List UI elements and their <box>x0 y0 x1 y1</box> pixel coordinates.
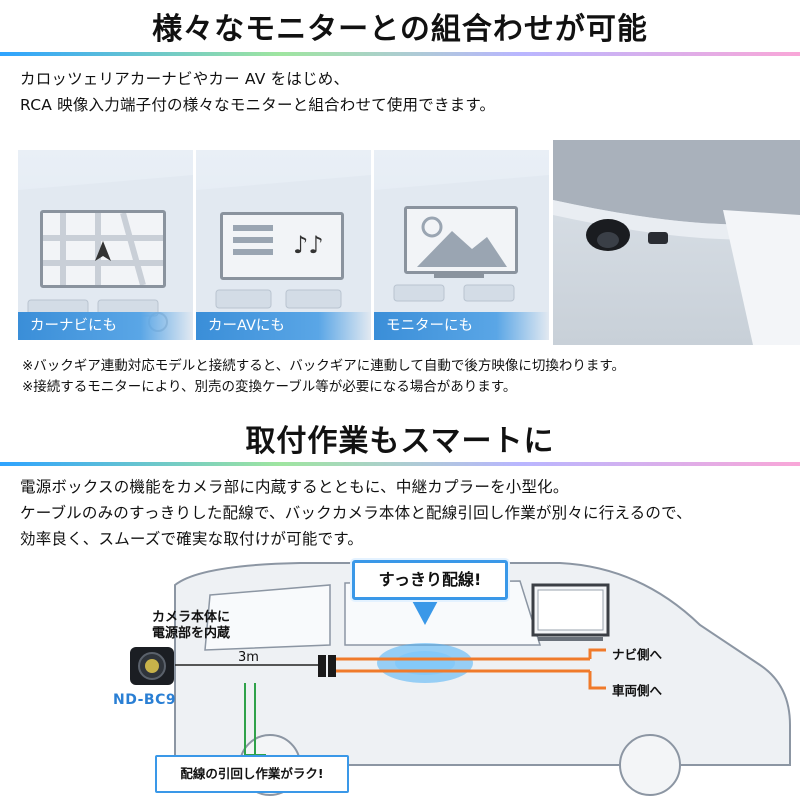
music-screen-icon: ♪♪ <box>223 215 341 277</box>
title-underline <box>0 52 800 56</box>
section2-title: 取付作業もスマートに <box>245 424 555 459</box>
av-screen: ♪♪ <box>220 212 344 280</box>
section1-title: 様々なモニターとの組合わせが可能 <box>152 12 648 47</box>
section2-desc-line2: ケーブルのみのすっきりした配線で、バックカメラ本体と配線引回し作業が別々に行える… <box>20 504 692 522</box>
section1-desc-line1: カロッツェリアカーナビやカー AV をはじめ、 <box>20 70 350 88</box>
note-line1: ※バックギア連動対応モデルと接続すると、バックギアに連動して自動で後方映像に切換… <box>22 358 626 374</box>
camera-mounted-illustration <box>553 140 800 345</box>
monitor-landscape-icon <box>407 209 515 271</box>
panel-label-car-av: カーAVにも <box>196 312 371 340</box>
section2-description: 電源ボックスの機能をカメラ部に内蔵するとともに、中継カプラーを小型化。 ケーブル… <box>20 474 692 552</box>
section1-desc-line2: RCA 映像入力端子付の様々なモニターと組合わせて使用できます。 <box>20 96 496 114</box>
model-name: ND-BC9 <box>113 692 177 708</box>
camera-icon <box>130 647 174 685</box>
section2-desc-line1: 電源ボックスの機能をカメラ部に内蔵するとともに、中継カプラーを小型化。 <box>20 478 569 496</box>
to-vehicle-label: 車両側へ <box>612 683 663 698</box>
section2-desc-line3: 効率良く、スムーズで確実な取付けが可能です。 <box>20 530 364 548</box>
panel-monitor: モニターにも <box>374 150 549 340</box>
panel-car-av: ♪♪ カーAVにも <box>196 150 371 340</box>
panel-label-monitor: モニターにも <box>374 312 549 340</box>
navi-screen <box>40 210 166 288</box>
svg-text:♪♪: ♪♪ <box>293 231 324 259</box>
clean-wiring-callout: すっきり配線! <box>352 560 508 600</box>
panel-label-car-navi: カーナビにも <box>18 312 193 340</box>
camera-note: カメラ本体に 電源部を内蔵 <box>152 610 230 642</box>
section1-notes: ※バックギア連動対応モデルと接続すると、バックギアに連動して自動で後方映像に切換… <box>22 356 625 398</box>
to-navi-label: ナビ側へ <box>612 647 663 662</box>
cable-length-label: 3m <box>238 650 259 665</box>
camera-note-line1: カメラ本体に <box>152 610 231 625</box>
note-line2: ※接続するモニターにより、別売の変換ケーブル等が必要になる場合があります。 <box>22 379 517 395</box>
navigation-screen-icon <box>43 212 163 286</box>
camera-mounted-photo <box>553 140 800 345</box>
monitor-screen <box>404 206 518 274</box>
routing-easy-label: 配線の引回し作業がラク! <box>155 755 349 793</box>
title-underline <box>0 462 800 466</box>
camera-note-line2: 電源部を内蔵 <box>152 626 231 641</box>
relay-coupler <box>318 655 326 677</box>
section1-description: カロッツェリアカーナビやカー AV をはじめ、 RCA 映像入力端子付の様々なモ… <box>20 66 495 118</box>
panel-car-navi: カーナビにも <box>18 150 193 340</box>
